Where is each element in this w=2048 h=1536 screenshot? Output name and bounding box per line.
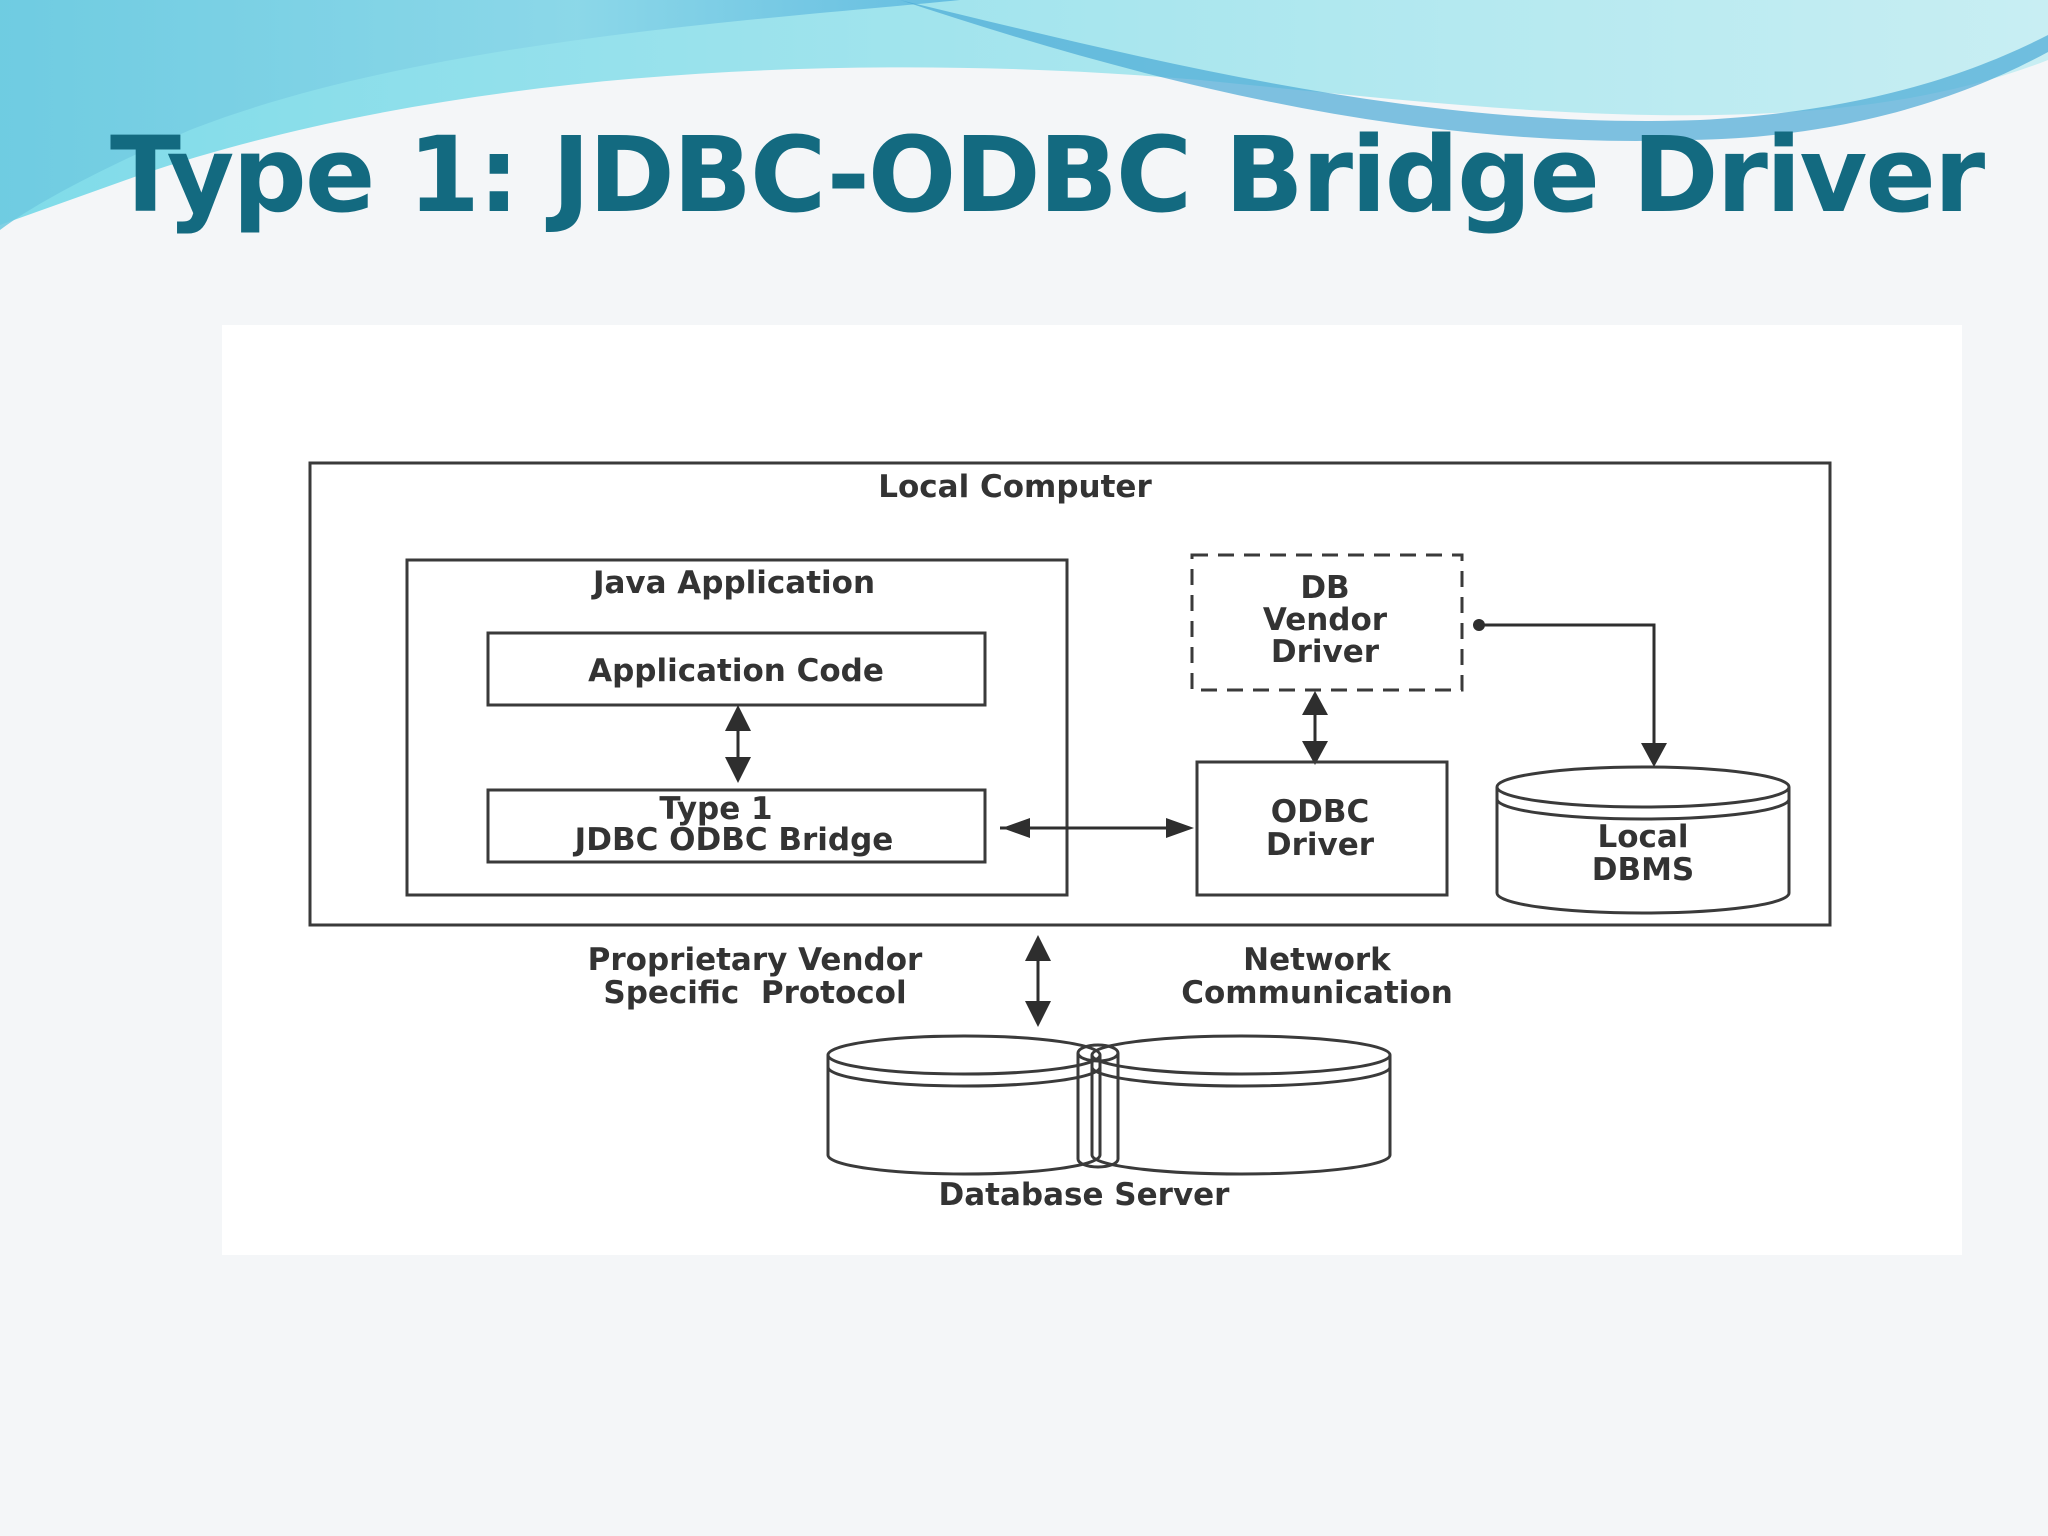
jdbc-odbc-architecture-diagram: Local Computer Java Application Applicat… (308, 461, 1832, 1213)
odbc-driver-line2: Driver (1266, 827, 1375, 863)
local-dbms-cylinder-top (1495, 765, 1791, 809)
application-code-label: Application Code (588, 653, 884, 689)
database-server-cylinder-right-top (1090, 1034, 1392, 1076)
vendor-odbc-arrow-head-down (1302, 741, 1328, 765)
local-dbms-line2: DBMS (1592, 852, 1695, 888)
slide-title: Type 1: JDBC-ODBC Bridge Driver (110, 114, 1985, 236)
odbc-driver-line1: ODBC (1271, 794, 1369, 830)
banner-wave-front (0, 0, 960, 230)
vendor-dbms-arrow-head (1641, 743, 1667, 767)
db-vendor-driver-box (1190, 553, 1464, 692)
decorative-wave-banner (0, 0, 2048, 230)
java-application-label: Java Application (591, 565, 875, 601)
bridge-label-line1: Type 1 (659, 791, 772, 827)
java-application-box (405, 558, 1069, 897)
database-server-cylinder-left-rim (826, 1066, 1102, 1088)
database-server-link-tube (1076, 1053, 1120, 1169)
network-arrow-head-down (1025, 1001, 1051, 1027)
database-server-label: Database Server (939, 1177, 1231, 1213)
vendor-dbms-connector (1479, 623, 1656, 745)
db-vendor-driver-line2: Vendor (1263, 602, 1388, 638)
bridge-label-line2: JDBC ODBC Bridge (573, 822, 894, 858)
db-vendor-driver-line3: Driver (1271, 634, 1380, 670)
bridge-box (486, 788, 987, 864)
application-code-box (486, 631, 987, 707)
database-server-cylinder-right-rim (1090, 1066, 1392, 1088)
banner-wave-back (0, 0, 2048, 225)
protocol-label-line1: Proprietary Vendor (588, 942, 923, 978)
protocol-label-line2: Specific Protocol (603, 975, 906, 1011)
local-dbms-cylinder-rim (1495, 798, 1791, 821)
bridge-odbc-arrow-head-right (1166, 818, 1194, 838)
network-label-line1: Network (1243, 942, 1392, 978)
local-dbms-line1: Local (1598, 819, 1689, 855)
diagram-panel: Local Computer Java Application Applicat… (222, 325, 1962, 1255)
vendor-odbc-arrow-head-up (1302, 691, 1328, 715)
code-bridge-arrow-head-up (725, 705, 751, 731)
odbc-driver-box (1195, 760, 1449, 897)
local-dbms-cylinder (1495, 787, 1791, 915)
bridge-odbc-arrow-head-left (1002, 818, 1030, 838)
local-computer-box (308, 461, 1832, 927)
banner-wave-accent (900, 0, 2048, 141)
db-vendor-driver-line1: DB (1300, 570, 1349, 606)
code-bridge-arrow-head-down (725, 757, 751, 783)
database-server-cylinder-right (1090, 1055, 1392, 1176)
database-server-cylinder-left-top (826, 1034, 1102, 1076)
database-server-link-tube-top (1076, 1043, 1120, 1063)
local-computer-label: Local Computer (878, 469, 1152, 505)
network-arrow-head-up (1025, 935, 1051, 961)
database-server-cylinder-left (826, 1055, 1102, 1176)
network-label-line2: Communication (1181, 975, 1453, 1011)
